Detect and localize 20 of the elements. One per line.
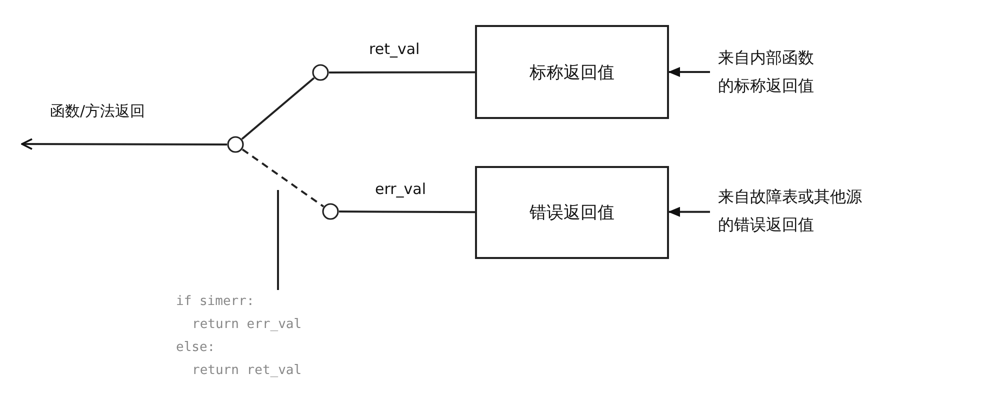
process-box xyxy=(475,25,669,119)
arrow xyxy=(21,138,227,150)
junction-circle xyxy=(312,64,329,81)
connector-line xyxy=(242,148,324,208)
note-text: 来自内部函数的标称返回值 xyxy=(718,47,815,97)
note-text: 来自故障表或其他源的错误返回值 xyxy=(718,186,863,236)
code-line: return err_val xyxy=(191,316,302,334)
junction-circle xyxy=(322,203,339,220)
connector-line xyxy=(241,77,315,140)
process-box xyxy=(475,166,669,259)
code-line: return ret_val xyxy=(191,362,302,380)
connector-line xyxy=(339,210,475,214)
box-label: 标称返回值 xyxy=(530,62,614,84)
arrow xyxy=(668,67,710,77)
box-label: 错误返回值 xyxy=(530,202,614,224)
arrow xyxy=(668,206,710,217)
code-line: if simerr: xyxy=(176,293,254,311)
junction-circle xyxy=(227,136,244,153)
code-line: else: xyxy=(176,339,216,357)
connector-line xyxy=(329,71,475,74)
